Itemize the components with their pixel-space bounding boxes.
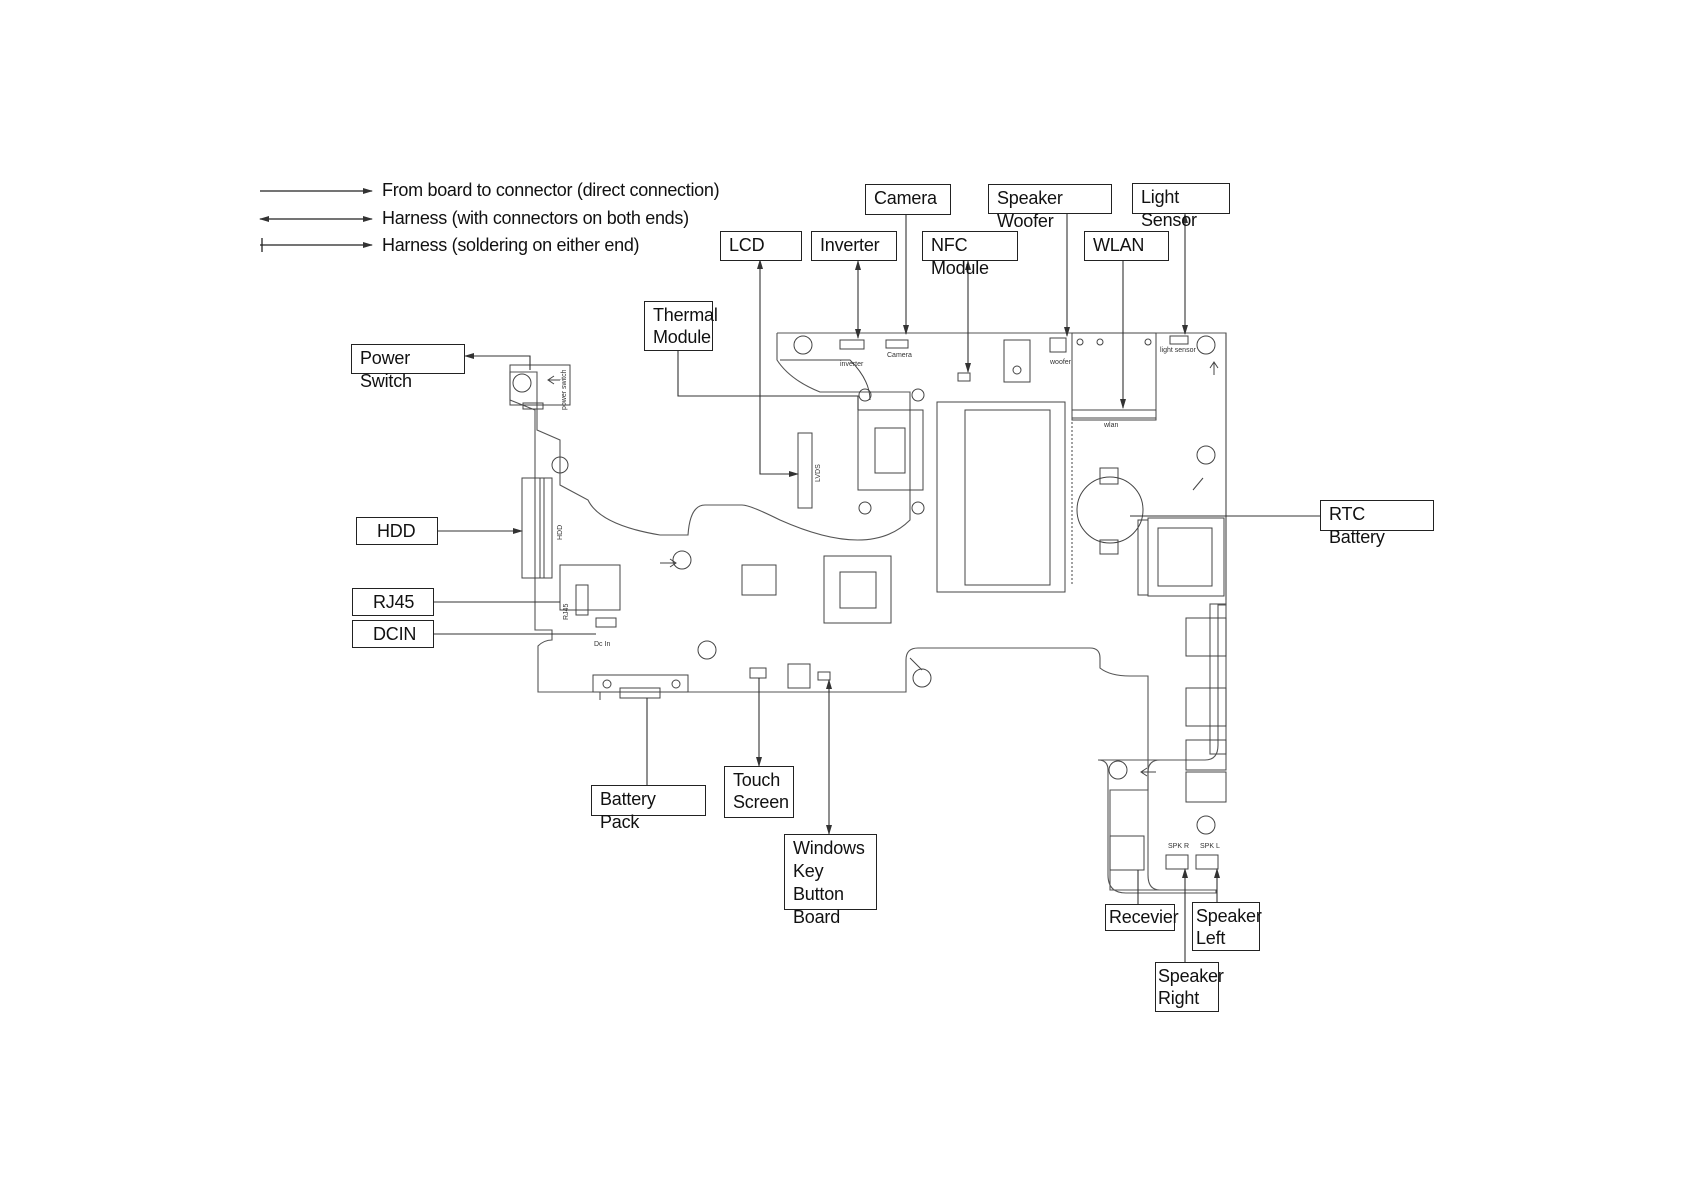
mark-spk-r: SPK R <box>1168 843 1189 850</box>
label-light-sensor: Light Sensor <box>1132 183 1230 230</box>
mark-camera: Camera <box>887 352 912 359</box>
audio-jack <box>1185 771 1227 803</box>
hdd-connector <box>521 477 545 579</box>
mount-hole <box>793 335 813 355</box>
mount-hole <box>697 640 717 660</box>
label-battery-pack: Battery Pack <box>591 785 706 832</box>
cpu-socket <box>857 409 924 491</box>
mark-power-switch: power switch <box>561 369 568 410</box>
label-touch-screen: Touch Screen <box>724 766 794 818</box>
legend-harness-both-text: Harness (with connectors on both ends) <box>382 208 689 228</box>
mount-hole <box>512 373 532 393</box>
usb-port <box>1185 617 1227 657</box>
card-reader <box>1147 517 1225 597</box>
legend-lines <box>259 188 373 252</box>
mark-woofer: woofer <box>1049 359 1072 366</box>
audio-jack <box>1185 739 1227 771</box>
mount-hole <box>1196 335 1216 355</box>
label-speaker-left: Speaker Left <box>1192 902 1262 951</box>
label-thermal-module: Thermal Module <box>644 301 718 351</box>
motherboard-outline <box>509 332 1227 894</box>
label-wlan: WLAN <box>1084 231 1169 261</box>
mark-wlan: wlan <box>1103 422 1119 429</box>
legend-harness-solder-text: Harness (soldering on either end) <box>382 235 640 255</box>
mount-hole <box>1196 445 1216 465</box>
label-rj45: RJ45 <box>352 588 434 616</box>
mount-hole <box>551 456 569 474</box>
memory-slot <box>936 401 1066 593</box>
label-power-switch: Power Switch <box>351 344 465 391</box>
line-thermal <box>677 351 859 410</box>
usb-port <box>1185 687 1227 727</box>
mark-spk-l: SPK L <box>1200 843 1220 850</box>
label-speaker-woofer: Speaker Woofer <box>988 184 1112 231</box>
legend-direct-text: From board to connector (direct connecti… <box>382 180 720 200</box>
silkscreen-text: inverter Camera woofer light sensor wlan… <box>557 347 1220 850</box>
mark-inverter: inverter <box>840 361 864 368</box>
label-dcin: DCIN <box>352 620 434 648</box>
label-lcd: LCD <box>720 231 802 261</box>
board-components <box>509 332 1227 871</box>
connection-lines <box>434 213 1320 962</box>
label-rtc-battery: RTC Battery <box>1320 500 1434 547</box>
line-lcd <box>757 259 799 477</box>
mark-dcin: Dc In <box>594 641 610 648</box>
cpu-die <box>874 427 906 474</box>
lvds-connector <box>797 432 813 509</box>
mount-hole <box>912 668 932 688</box>
chipset <box>823 555 892 624</box>
mount-hole <box>672 550 692 570</box>
mount-hole <box>1196 815 1216 835</box>
label-speaker-right: Speaker Right <box>1155 962 1224 1012</box>
mark-hdd: HDD <box>557 525 564 540</box>
label-inverter: Inverter <box>811 231 897 261</box>
label-camera: Camera <box>865 184 951 215</box>
mount-hole <box>1108 760 1128 780</box>
label-hdd: HDD <box>356 517 438 545</box>
mark-rj45: RJ45 <box>563 604 570 620</box>
board-arrows <box>547 361 1219 777</box>
label-windows-key-button-board: Windows Key Button Board <box>784 834 877 927</box>
line-power-switch <box>464 353 531 370</box>
mark-light-sensor: light sensor <box>1160 347 1196 354</box>
wlan-slot <box>1071 332 1157 419</box>
label-nfc-module: NFC Module <box>922 231 1018 278</box>
rtc-battery-holder <box>1076 476 1144 544</box>
label-receiver: Recevier <box>1105 904 1179 931</box>
mark-lvds: LVDS <box>815 464 822 482</box>
